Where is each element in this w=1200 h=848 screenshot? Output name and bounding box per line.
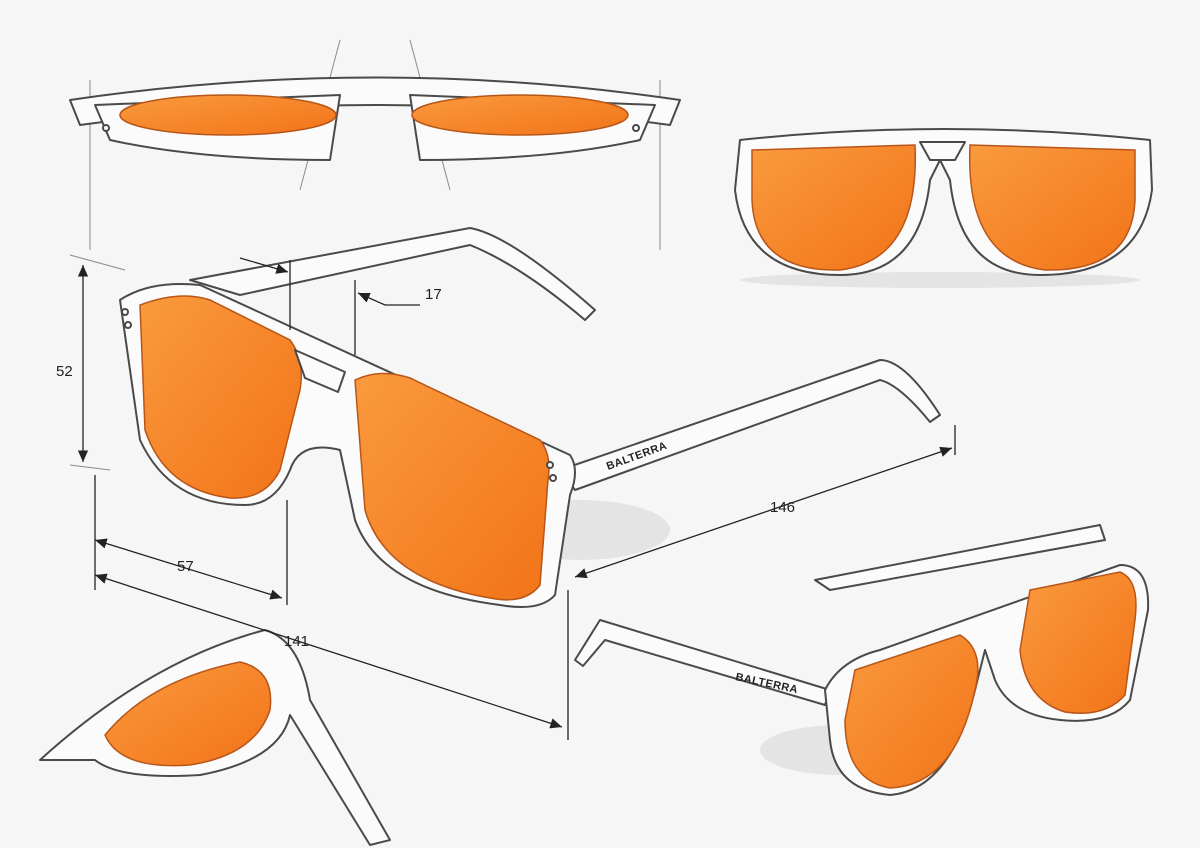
bottom-right-view: BALTERRA [574, 524, 1150, 796]
br-lens-left [844, 634, 979, 789]
dimension-bridge: 17 [425, 286, 442, 303]
dimension-lines [69, 254, 956, 740]
front-lens-left [751, 144, 917, 271]
closeup-view [39, 629, 391, 846]
lens-right [411, 94, 629, 136]
front-view [734, 128, 1153, 288]
main-lens-right [354, 372, 550, 601]
dimension-temple-length: 146 [770, 499, 795, 516]
dimension-frame-width: 141 [284, 633, 309, 650]
main-lens-left [139, 295, 302, 499]
dimension-lens-width: 57 [177, 558, 194, 575]
front-lens-right [968, 144, 1136, 271]
lens-left [119, 94, 337, 136]
br-lens-right [1019, 571, 1137, 714]
top-view [69, 39, 681, 250]
dimension-lens-height: 52 [56, 363, 73, 380]
